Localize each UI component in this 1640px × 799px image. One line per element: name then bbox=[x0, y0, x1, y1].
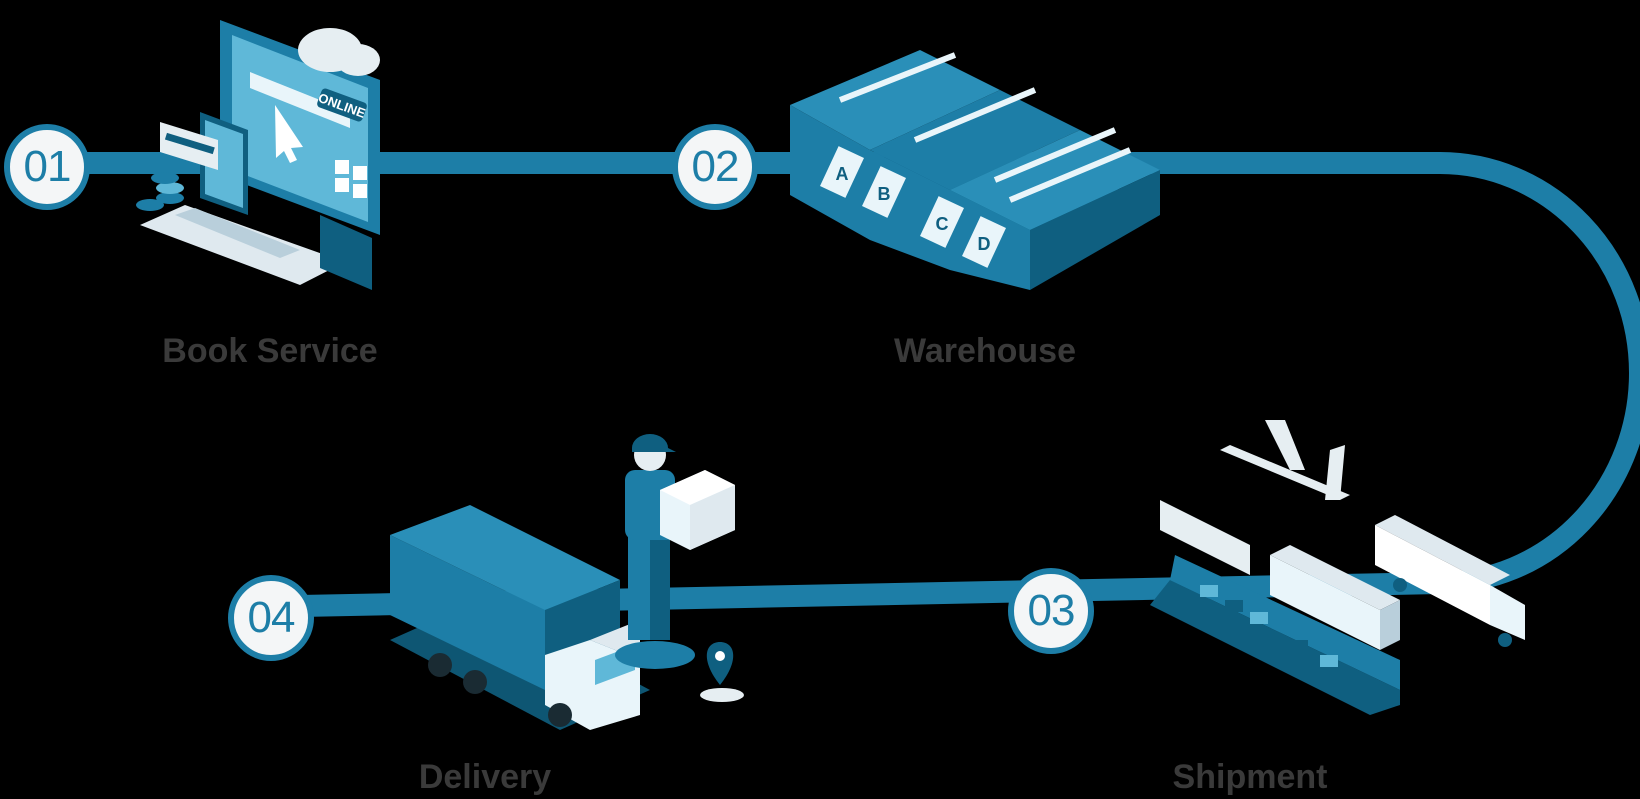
step-01-label: Book Service bbox=[162, 332, 378, 370]
step-03-label: Shipment bbox=[1172, 758, 1328, 796]
online-order-icon: ONLINE bbox=[136, 20, 380, 290]
dock-door-a: A bbox=[836, 164, 849, 184]
step-02-label: Warehouse bbox=[893, 332, 1077, 370]
step-04-label: Delivery bbox=[418, 758, 552, 796]
warehouse-icon: A B C D bbox=[790, 50, 1160, 290]
step-02-badge: 02 bbox=[672, 124, 758, 210]
delivery-truck-icon bbox=[390, 434, 744, 730]
step-04-number: 04 bbox=[247, 593, 296, 642]
step-03-badge: 03 bbox=[1008, 568, 1094, 654]
dock-door-c: C bbox=[936, 214, 949, 234]
step-03-number: 03 bbox=[1027, 586, 1076, 635]
step-02-number: 02 bbox=[691, 142, 740, 191]
dock-door-d: D bbox=[978, 234, 991, 254]
dock-door-b: B bbox=[878, 184, 891, 204]
step-01-badge: 01 bbox=[4, 124, 90, 210]
step-01-number: 01 bbox=[23, 142, 72, 191]
shipment-icon bbox=[1150, 420, 1525, 715]
step-04-badge: 04 bbox=[228, 575, 314, 661]
